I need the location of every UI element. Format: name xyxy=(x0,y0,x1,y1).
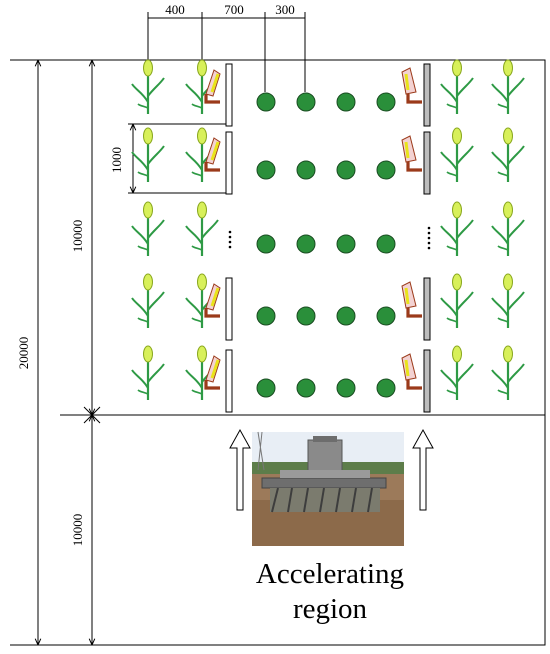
row-ellipsis-right xyxy=(427,226,431,250)
sensor-dot xyxy=(296,92,316,112)
dim-20000: 20000 xyxy=(16,337,31,370)
sensor-dot xyxy=(376,306,396,326)
direction-arrow-right xyxy=(412,428,434,511)
sensor-dot xyxy=(296,306,316,326)
dim-10000-top: 10000 xyxy=(70,220,85,253)
top-dimension: 400 700 300 xyxy=(147,2,306,92)
dim-300: 300 xyxy=(275,2,295,17)
picker-left-icon xyxy=(204,276,234,342)
plant-icon xyxy=(130,126,166,184)
sensor-dot xyxy=(336,160,356,180)
field-boundary xyxy=(10,59,546,416)
sensor-dot xyxy=(336,378,356,398)
row-ellipsis-left xyxy=(228,230,232,249)
sensor-dot xyxy=(256,92,276,112)
plant-icon xyxy=(490,126,526,184)
caption-line-2: region xyxy=(292,593,368,625)
plant-icon xyxy=(439,200,475,258)
plant-icon xyxy=(490,200,526,258)
sensor-dot xyxy=(256,378,276,398)
sensor-dot xyxy=(296,160,316,180)
direction-arrow-left xyxy=(229,428,251,511)
harvester-photo xyxy=(252,431,404,546)
junction-cross-b xyxy=(83,406,101,424)
plant-icon xyxy=(439,58,475,116)
sensor-dot xyxy=(336,306,356,326)
plant-icon xyxy=(490,272,526,330)
row-pitch-dimension: 1000 xyxy=(109,124,232,193)
sensor-dot xyxy=(256,306,276,326)
picker-right-icon xyxy=(400,130,432,196)
sensor-dot xyxy=(336,92,356,112)
picker-left-icon xyxy=(204,62,234,128)
plant-icon xyxy=(130,344,166,402)
plant-icon xyxy=(490,344,526,402)
dim-400: 400 xyxy=(165,2,185,17)
plant-icon xyxy=(130,272,166,330)
plant-icon xyxy=(439,344,475,402)
caption-line-1: Accelerating xyxy=(255,558,405,590)
sensor-dot xyxy=(376,234,396,254)
dim-700: 700 xyxy=(224,2,244,17)
picker-right-icon xyxy=(400,348,432,414)
picker-right-icon xyxy=(400,62,432,128)
sensor-dot xyxy=(376,378,396,398)
dim-1000: 1000 xyxy=(109,147,124,173)
sensor-dot xyxy=(256,234,276,254)
accelerating-length-dimension: 10000 xyxy=(70,415,92,645)
field-length-dimension: 10000 xyxy=(70,60,92,415)
sensor-dot xyxy=(296,234,316,254)
plant-icon xyxy=(439,126,475,184)
picker-left-icon xyxy=(204,348,234,414)
plant-icon xyxy=(439,272,475,330)
picker-right-icon xyxy=(400,276,432,342)
plant-icon xyxy=(130,58,166,116)
plant-icon xyxy=(490,58,526,116)
total-length-dimension: 20000 xyxy=(16,60,38,645)
picker-left-icon xyxy=(204,130,234,196)
plant-icon xyxy=(184,200,220,258)
plant-icon xyxy=(130,200,166,258)
sensor-dot xyxy=(336,234,356,254)
sensor-dot xyxy=(376,92,396,112)
accelerating-boundary xyxy=(10,415,546,646)
sensor-dot xyxy=(376,160,396,180)
dim-10000-bottom: 10000 xyxy=(70,514,85,547)
crop-rows xyxy=(130,58,526,414)
sensor-dot xyxy=(296,378,316,398)
sensor-dot xyxy=(256,160,276,180)
